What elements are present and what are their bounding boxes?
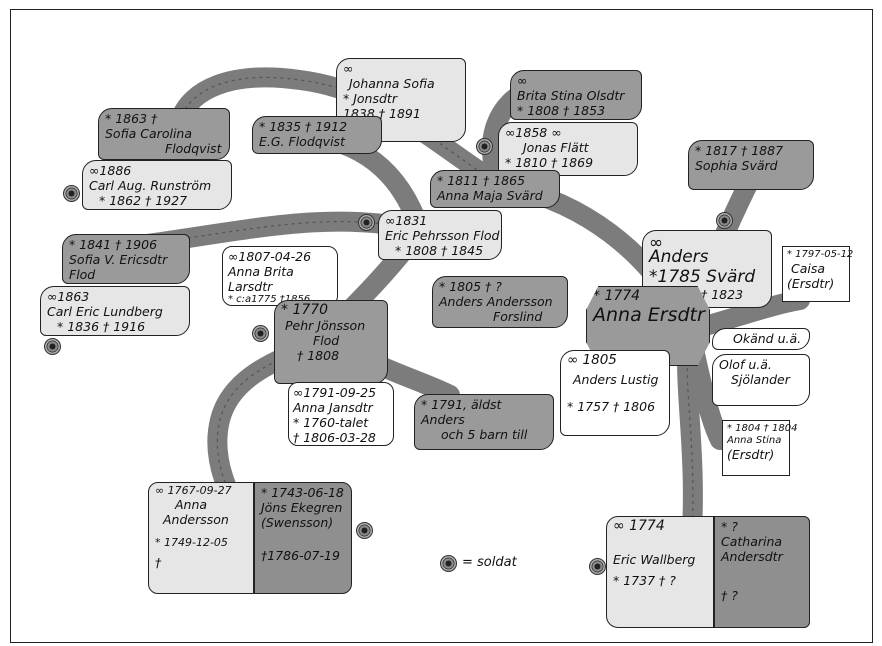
card-jonas-flatt: ∞1858 ∞ Jonas Flätt * 1810 † 1869: [498, 122, 638, 176]
soldat-badge-jons: [356, 522, 373, 539]
card-eric-pehrsson-flod: ∞1831 Eric Pehrsson Flod * 1808 † 1845: [378, 210, 502, 260]
card-anna-maja-svard: * 1811 † 1865 Anna Maja Svärd: [430, 170, 560, 208]
card-carl-eric-lundberg: ∞1863 Carl Eric Lundberg * 1836 † 1916: [40, 286, 190, 336]
soldat-badge-jonas: [476, 138, 493, 155]
legend-soldat-label: = soldat: [462, 555, 517, 570]
card-carl-aug-runstrom: ∞1886 Carl Aug. Runström * 1862 † 1927: [82, 160, 232, 210]
card-pehr-jonsson-flod: * 1770 Pehr Jönsson Flod † 1808: [274, 300, 388, 384]
card-catharina-andersdtr: * ? Catharina Andersdtr † ?: [714, 516, 810, 628]
card-olof-sjolander: Olof u.ä. Sjölander: [712, 354, 810, 406]
card-anna-jansdtr: ∞1791-09-25 Anna Jansdtr * 1760-talet † …: [288, 382, 394, 446]
card-sofia-v-ericsdtr: * 1841 † 1906 Sofia V. Ericsdtr Flod: [62, 234, 190, 284]
card-okand: Okänd u.ä.: [712, 328, 810, 350]
card-anna-andersson: ∞ 1767-09-27 Anna Andersson * 1749-12-05…: [148, 482, 254, 594]
legend-soldat-icon: [440, 555, 457, 572]
card-sofia-carolina: * 1863 † Sofia Carolina Flodqvist: [98, 108, 230, 160]
soldat-badge-eric-pehrsson: [358, 214, 375, 231]
soldat-badge-eric-wallberg: [589, 558, 606, 575]
soldat-badge-anders-svard: [716, 212, 733, 229]
card-brita-stina: ∞ Brita Stina Olsdtr * 1808 † 1853: [510, 70, 642, 120]
card-anders-andersson-forslind: * 1805 † ? Anders Andersson Forslind: [432, 276, 568, 328]
soldat-badge-pehr: [252, 325, 269, 342]
card-sophia-svard: * 1817 † 1887 Sophia Svärd: [688, 140, 814, 190]
card-anders-lustig: ∞ 1805 Anders Lustig * 1757 † 1806: [560, 350, 670, 436]
card-eg-flodqvist: * 1835 † 1912 E.G. Flodqvist: [252, 116, 382, 154]
card-aldst-anders: * 1791, äldst Anders och 5 barn till: [414, 394, 554, 450]
card-jons-ekegren: * 1743-06-18 Jöns Ekegren (Swensson) †17…: [254, 482, 352, 594]
card-caisa: * 1797-05-12 Caisa (Ersdtr): [782, 246, 853, 302]
card-anna-brita-larsdtr: ∞1807-04-26 Anna Brita Larsdtr * c:a1775…: [222, 246, 338, 306]
soldat-badge-carl-eric: [44, 338, 61, 355]
card-anna-stina: * 1804 † 1804 Anna Stina (Ersdtr): [722, 420, 797, 476]
soldat-badge-carl-aug: [63, 185, 80, 202]
card-eric-wallberg: ∞ 1774 Eric Wallberg * 1737 † ?: [606, 516, 714, 628]
